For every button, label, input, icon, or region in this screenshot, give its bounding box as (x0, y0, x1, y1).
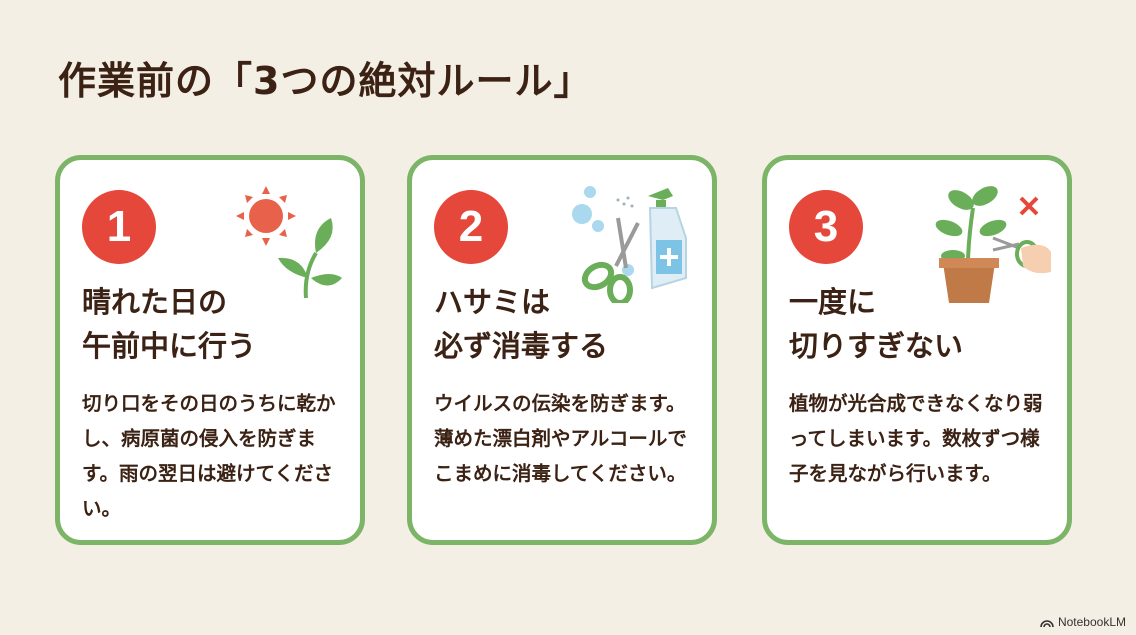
rule-heading: 晴れた日の 午前中に行う (82, 285, 257, 363)
notebooklm-logo-icon (1040, 620, 1054, 627)
footer-branding: NotebookLM (1040, 615, 1126, 629)
number-badge: 2 (434, 190, 508, 264)
rule-heading: ハサミは 必ず消毒する (434, 285, 609, 363)
rule-description: ウイルスの伝染を防ぎます。薄めた漂白剤やアルコールでこまめに消毒してください。 (434, 392, 687, 485)
page-title: 作業前の「3つの絶対ルール」 (58, 59, 593, 103)
rule-heading: 一度に 切りすぎない (789, 285, 964, 363)
scissors-and-spray-icon (572, 186, 687, 303)
rule-card-3: 3 一度に 切りすぎない 植物が光合成できなくなり弱ってしまいます。数枚ずつ様子… (762, 155, 1072, 545)
rule-card-2: 2 ハサミは 必ず消毒する ウイルスの伝染を防ぎます。薄めた漂白剤やアルコールで… (407, 155, 717, 545)
potted-plant-pruning-icon (935, 186, 1051, 303)
brand-label: NotebookLM (1057, 615, 1126, 629)
number-badge: 3 (789, 190, 863, 264)
number-badge: 1 (82, 190, 156, 264)
rule-description: 切り口をその日のうちに乾かし、病原菌の侵入を防ぎます。雨の翌日は避けてください。 (82, 392, 336, 520)
rule-card-1: 1 晴れた日の 午前中に行う 切り口をその日のうちに乾かし、病原菌の侵入を防ぎま… (55, 155, 365, 545)
sun-and-leaf-icon (236, 186, 342, 299)
rule-description: 植物が光合成できなくなり弱ってしまいます。数枚ずつ様子を見ながら行います。 (789, 392, 1043, 485)
